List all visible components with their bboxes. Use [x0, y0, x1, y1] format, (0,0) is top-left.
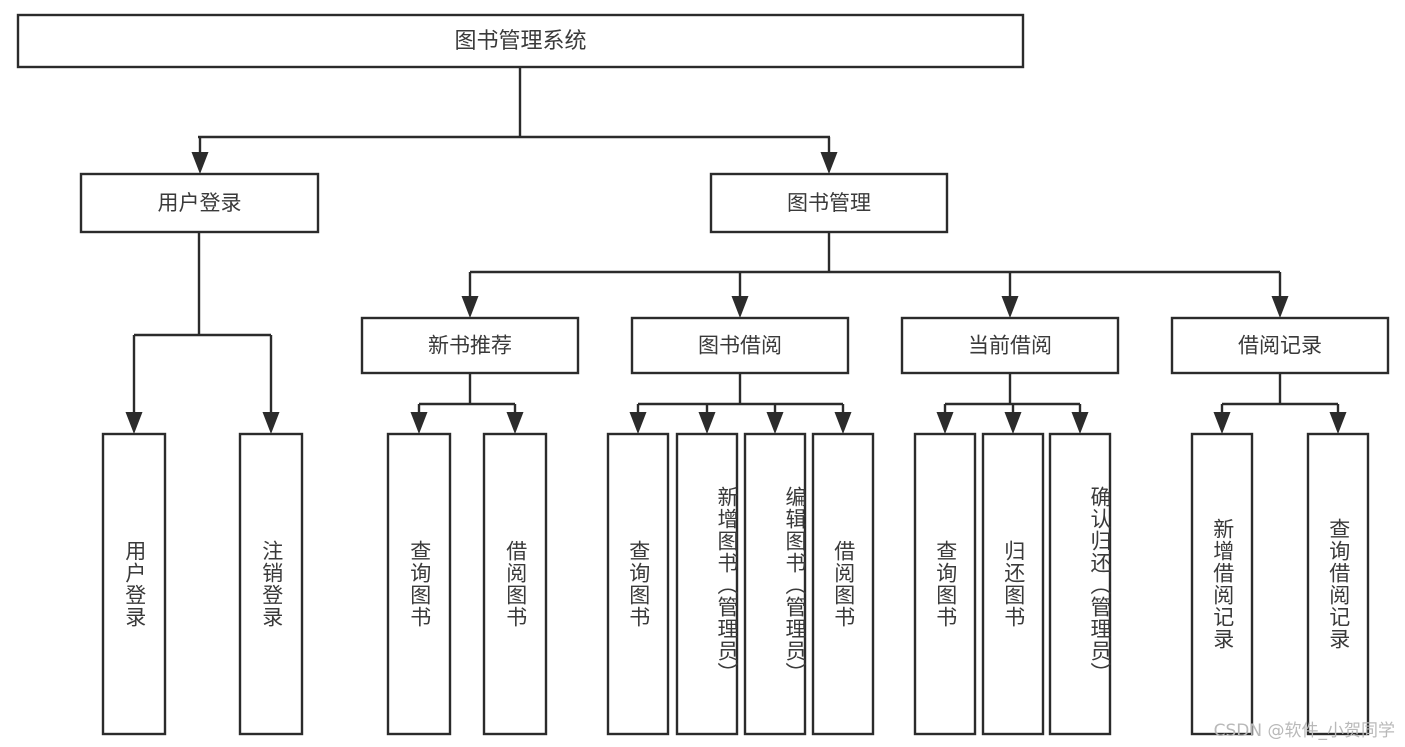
node-box-root[interactable]	[16, 13, 1025, 69]
node-borrow-record[interactable]: 借阅记录	[1170, 316, 1390, 375]
node-box-leaf-logout[interactable]	[238, 432, 304, 736]
node-box-leaf-confirm-return[interactable]	[1048, 432, 1112, 736]
node-box-leaf-return-book[interactable]	[981, 432, 1045, 736]
arrow-to-leaf-query-book-2	[629, 404, 647, 434]
arrow-to-leaf-query-book-3	[936, 404, 954, 434]
watermark-text: CSDN @软件_小贺同学	[1213, 721, 1395, 741]
node-box-leaf-query-book-1[interactable]	[386, 432, 452, 736]
node-book-manage[interactable]: 图书管理	[709, 172, 949, 234]
connector-bus-book-borrow	[638, 373, 843, 406]
arrow-to-current-borrow	[1001, 272, 1019, 318]
node-user-login[interactable]: 用户登录	[79, 172, 320, 234]
node-label-borrow-record: 借阅记录	[1238, 334, 1322, 358]
node-box-leaf-user-login[interactable]	[101, 432, 167, 736]
node-leaf-add-book[interactable]	[675, 432, 739, 736]
arrow-to-leaf-borrow-book-2	[834, 404, 852, 434]
node-leaf-query-book-3[interactable]	[913, 432, 977, 736]
node-box-borrow-record[interactable]	[1170, 316, 1390, 375]
connector-bus-book-manage	[470, 232, 1280, 274]
arrow-to-leaf-return-book	[1004, 404, 1022, 434]
arrow-to-new-book-recommend	[461, 272, 479, 318]
node-label-new-book-recommend: 新书推荐	[428, 334, 512, 358]
arrow-to-leaf-confirm-return	[1071, 404, 1089, 434]
node-box-leaf-query-record[interactable]	[1306, 432, 1370, 736]
connector-bus-borrow-record	[1222, 373, 1338, 406]
node-label-book-manage: 图书管理	[787, 191, 871, 215]
node-leaf-query-record[interactable]	[1306, 432, 1370, 736]
node-box-book-borrow[interactable]	[630, 316, 850, 375]
arrow-to-leaf-add-book	[698, 404, 716, 434]
arrow-to-user-login	[191, 137, 209, 174]
arrow-to-leaf-borrow-book-1	[506, 404, 524, 434]
node-leaf-borrow-book-1[interactable]	[482, 432, 548, 736]
node-current-borrow[interactable]: 当前借阅	[900, 316, 1120, 375]
node-leaf-borrow-book-2[interactable]	[811, 432, 875, 736]
node-root[interactable]: 图书管理系统	[16, 13, 1025, 69]
node-box-current-borrow[interactable]	[900, 316, 1120, 375]
node-box-leaf-edit-book[interactable]	[743, 432, 807, 736]
arrow-to-book-borrow	[731, 272, 749, 318]
connector-bus-current-borrow	[945, 373, 1080, 406]
node-leaf-confirm-return[interactable]	[1048, 432, 1112, 736]
node-label-root: 图书管理系统	[454, 29, 586, 54]
arrow-to-leaf-logout	[262, 335, 280, 434]
node-box-leaf-borrow-book-1[interactable]	[482, 432, 548, 736]
node-box-leaf-add-book[interactable]	[675, 432, 739, 736]
connector-bus-user-login	[134, 232, 271, 337]
arrow-to-leaf-query-record	[1329, 404, 1347, 434]
node-leaf-user-login[interactable]	[101, 432, 167, 736]
node-box-leaf-add-record[interactable]	[1190, 432, 1254, 736]
node-label-book-borrow: 图书借阅	[698, 334, 782, 358]
node-book-borrow[interactable]: 图书借阅	[630, 316, 850, 375]
node-leaf-return-book[interactable]	[981, 432, 1045, 736]
connector-bus-root	[198, 67, 830, 139]
arrow-to-leaf-user-login	[125, 335, 143, 434]
arrow-to-borrow-record	[1271, 272, 1289, 318]
node-box-new-book-recommend[interactable]	[360, 316, 580, 375]
arrow-to-book-manage	[820, 137, 838, 174]
node-leaf-query-book-1[interactable]	[386, 432, 452, 736]
node-box-leaf-query-book-3[interactable]	[913, 432, 977, 736]
arrow-to-leaf-query-book-1	[410, 404, 428, 434]
node-leaf-add-record[interactable]	[1190, 432, 1254, 736]
connector-bus-new-book	[419, 373, 515, 406]
node-leaf-edit-book[interactable]	[743, 432, 807, 736]
node-label-user-login: 用户登录	[158, 191, 242, 215]
node-new-book-recommend[interactable]: 新书推荐	[360, 316, 580, 375]
node-label-current-borrow: 当前借阅	[968, 334, 1052, 358]
node-leaf-query-book-2[interactable]	[606, 432, 670, 736]
node-box-user-login[interactable]	[79, 172, 320, 234]
arrow-to-leaf-add-record	[1213, 404, 1231, 434]
node-box-book-manage[interactable]	[709, 172, 949, 234]
arrow-to-leaf-edit-book	[766, 404, 784, 434]
node-box-leaf-borrow-book-2[interactable]	[811, 432, 875, 736]
node-leaf-logout[interactable]	[238, 432, 304, 736]
node-box-leaf-query-book-2[interactable]	[606, 432, 670, 736]
